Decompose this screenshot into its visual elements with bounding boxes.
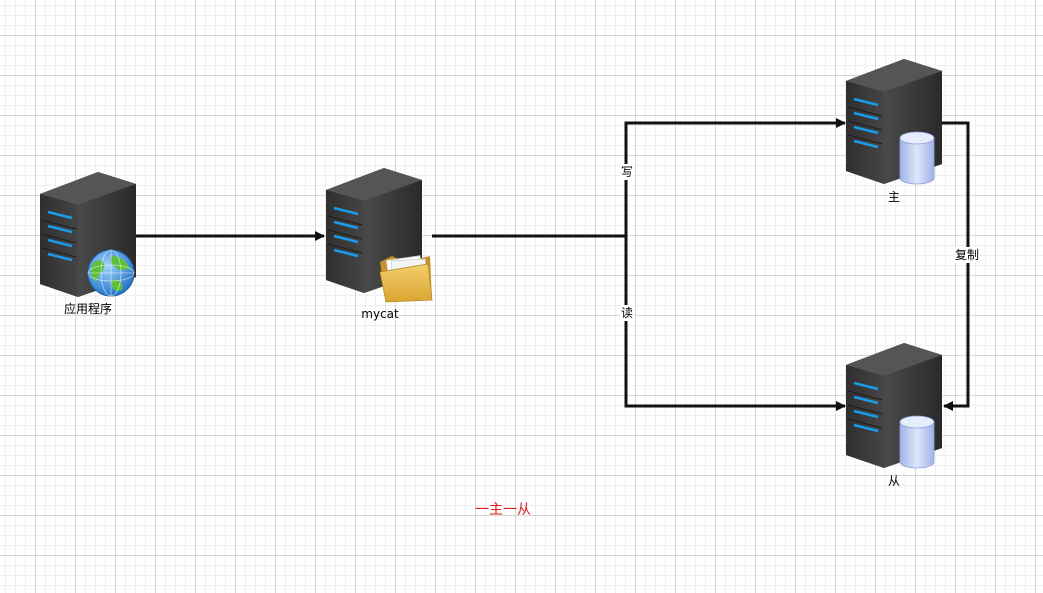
master-node-label: 主 xyxy=(887,190,901,204)
write-edge-label: 写 xyxy=(619,164,635,180)
app-node-label: 应用程序 xyxy=(63,302,113,316)
database-icon xyxy=(899,131,935,185)
edge-write[interactable] xyxy=(624,118,846,236)
mycat-node-label: mycat xyxy=(361,307,399,321)
replication-edge-label: 复制 xyxy=(953,247,981,263)
read-edge-label: 读 xyxy=(619,305,635,321)
diagram-caption: 一主一从 xyxy=(475,502,531,518)
slave-node-label: 从 xyxy=(887,474,901,488)
folder-icon xyxy=(379,255,433,303)
database-icon xyxy=(899,415,935,469)
globe-icon xyxy=(87,249,135,297)
edge-read[interactable] xyxy=(624,236,846,411)
edge-replication[interactable] xyxy=(942,121,970,411)
